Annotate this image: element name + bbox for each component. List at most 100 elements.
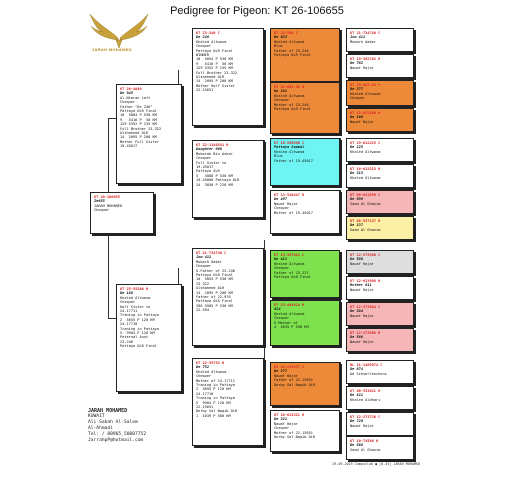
great-grandparent-card[interactable]: KT 22-652-43 H De 341 Khaled Altwasm Che… [270, 82, 340, 134]
grandparent-card[interactable]: KT 23-246 C De 246 Khaled Altwasm Cheque… [192, 28, 264, 126]
ancestor-card[interactable]: KT 12-613908 H Mother 611 Nawaf Hajar [346, 276, 414, 300]
pigeon-name: De 137 [350, 223, 363, 228]
ancestor-card[interactable]: KT 19-362762 H De 762 Nawaf Hajar [346, 54, 414, 78]
pigeon-name: De 188 [120, 291, 133, 296]
pigeon-name: De 100 [350, 115, 363, 120]
detail-line: Mubarak Bin Askar [196, 151, 233, 156]
pigeon-name: De 315 [350, 171, 363, 176]
sire-card[interactable]: KT 26-4040 De 945 Al-Nimran Loft Chequer… [116, 84, 182, 184]
detail-line: 22-15651 [196, 405, 214, 410]
pigeon-name: De 074 [350, 367, 363, 372]
detail-line: Pattaya OLR [196, 169, 220, 174]
pigeon-name: De 497 [274, 197, 287, 202]
detail-line: Alshaheed OLR [120, 131, 149, 136]
great-grandparent-card[interactable]: KT 16-613321 H De 321 Nawaf Hajar Cheque… [270, 410, 340, 452]
ring-number: KT 21-734740 C [196, 251, 227, 255]
connector [108, 118, 116, 119]
title-ring: KT 26-106655 [274, 5, 344, 17]
detail-line: Nawaf Hajar [350, 261, 374, 266]
pigeon-name: Ze655 [94, 199, 105, 204]
ancestor-card[interactable]: KT 15-612225 C De 225 Khaled Altwasm [346, 138, 414, 162]
owner-line: KUWAIT [88, 414, 105, 419]
ancestor-card[interactable]: KT 09-611599 C De 599 Saad Al Ghanim [346, 190, 414, 214]
detail-line: Pattaya OLR Final [120, 109, 157, 114]
ancestor-card[interactable]: KT 12-273560 C De 560 Nawaf Hajar [346, 250, 414, 274]
great-grandparent-card[interactable]: KT 18-270377 C De 377 Nawaf Hajar Father… [270, 362, 340, 406]
ring-number: KT 22-55752 H [196, 361, 225, 365]
subject-card[interactable]: KT 26-106655 Ze655 JARAH MOHAMED Chequer [90, 192, 154, 234]
ancestor-card[interactable]: KT 23-622-43 Y De 377 Khaled Altwasm Che… [346, 80, 414, 106]
detail-line: Mubark Aaker [196, 259, 222, 264]
owner-line: JarrahpP@hotmail.com [88, 438, 144, 443]
ring-number: KT 21-734740 C [350, 31, 381, 35]
detail-line: Alshaheed OLR [196, 75, 225, 80]
pigeon-name: Mother 611 [350, 283, 372, 288]
connector [340, 190, 341, 220]
ancestor-card[interactable]: KT 12-273726 C De 726 Nawaf Hajar [346, 412, 414, 436]
detail-line: Khaled Altwasm [350, 175, 381, 180]
wings-logo-icon [89, 13, 149, 49]
ring-number: KT 12-273504 C [350, 305, 381, 309]
pigeon-name: De 246 [196, 35, 209, 40]
detail-line: 5 9904 P 120 KM [120, 331, 155, 336]
ancestor-card[interactable]: KT 16-613315 H De 315 Khaled Altwasm [346, 164, 414, 188]
detail-line: Al-Nimran Loft [120, 95, 151, 100]
detail-line: Derby Sal Nagib OLR [274, 382, 316, 387]
detail-line: Khaled Altwasm [274, 149, 305, 154]
pigeon-name: De 321 [274, 417, 287, 422]
detail-line: Pattaya OLR Final [274, 53, 311, 58]
ancestor-card[interactable]: KT 12-273504 C De 504 Nawaf Hajar [346, 302, 414, 326]
connector [340, 252, 341, 282]
detail-line: Chequer [274, 316, 290, 321]
detail-line: Pattaya OLR Final [274, 275, 311, 280]
detail-line: Mubark Aaker [350, 39, 376, 44]
detail-line: Mother Half Sister [196, 83, 235, 88]
detail-line: Khaled Altwasm [120, 295, 151, 300]
great-grandparent-card[interactable]: KT 13-444924 H 924 Khaled Altwasm Cheque… [270, 300, 340, 346]
grandparent-card[interactable]: KT 22-55752 H De 752 Khaled Altwasm Cheq… [192, 358, 264, 446]
pigeon-name: De 762 [350, 61, 363, 66]
detail-line: Chequer [196, 264, 212, 269]
pigeon-name: De 586 [350, 443, 363, 448]
detail-line: Full Brother 23-322 [196, 70, 238, 75]
dam-card[interactable]: KT 25-55186 H De 188 Khaled Altwasm Cheq… [116, 284, 182, 392]
ancestor-card[interactable]: KT 08-533821 H De 821 Khaled Aldhari [346, 386, 414, 410]
ring-number: KT 13-587011 C [274, 253, 305, 257]
great-grandparent-card[interactable]: KT 23-246 C De 823 Khaled Altwasm Blue F… [270, 28, 340, 82]
connector [264, 140, 265, 212]
connector [264, 40, 265, 112]
pigeon-name: De 945 [120, 91, 133, 96]
ancestor-card[interactable]: KT 08-537137 H De 137 Saad Al Ghanim [346, 216, 414, 240]
detail-line: 24 3050 P 220 KM [196, 182, 233, 187]
detail-line: 23-322 [196, 281, 209, 286]
grandparent-card[interactable]: KT 22-1140541 H Daughter 966 Mubarak Bin… [192, 140, 264, 218]
detail-line: Khaled Altwasm [196, 39, 227, 44]
detail-line: 19-45017 [196, 165, 214, 170]
ring-number: KT 13-516447 H [274, 193, 305, 197]
detail-line: G.Father of 23-246 [196, 268, 235, 273]
detail-line: 2 5055 P 120 KM [120, 317, 155, 322]
title-prefix: Pedigree for Pigeon: [170, 5, 271, 17]
connector [108, 318, 116, 319]
connector [340, 82, 341, 112]
pigeon-name: De 752 [196, 365, 209, 370]
grandparent-card[interactable]: KT 21-734740 C Jom 411 Mubark Aaker Cheq… [192, 248, 264, 346]
ring-number: KT 09-611599 C [350, 193, 381, 197]
detail-line: 5 3080 P 530 KM [196, 173, 233, 178]
great-grandparent-card[interactable]: KT 13-516447 H De 497 Nawaf Hajar Cheque… [270, 190, 340, 234]
detail-line: Chequer [196, 44, 212, 49]
ancestor-card[interactable]: NL 11-1465074 C De 074 Ad Schuerlenchens [346, 360, 414, 384]
ancestor-card[interactable]: KT 10-74586 H De 586 Saad Al Ghanim [346, 436, 414, 460]
ancestor-card[interactable]: KT 21-734740 C Jom 411 Mubark Aaker [346, 28, 414, 52]
great-grandparent-card[interactable]: KT 18-250996 C Pattaya Sepmal Khaled Alt… [270, 138, 340, 186]
footer-text: 29-09-2025 Compuclub ● [0.45] JARAH MOHA… [332, 462, 420, 466]
detail-line: Father of 23-227 [274, 270, 309, 275]
detail-line: WINNER [196, 53, 209, 58]
detail-line: Nawaf Hajar [350, 65, 374, 70]
detail-line: Chequer [274, 98, 290, 103]
owner-line: Ali Sabah Al-Salem [88, 420, 138, 425]
detail-line: Nawaf Hajar [350, 339, 374, 344]
ancestor-card[interactable]: KT 12-273568 H De 568 Nawaf Hajar [346, 328, 414, 352]
great-grandparent-card[interactable]: KT 13-587011 C De 411 Khaled Altwasm Che… [270, 250, 340, 298]
ancestor-card[interactable]: KT 15-631100 H De 100 Nawaf Hajar [346, 108, 414, 132]
